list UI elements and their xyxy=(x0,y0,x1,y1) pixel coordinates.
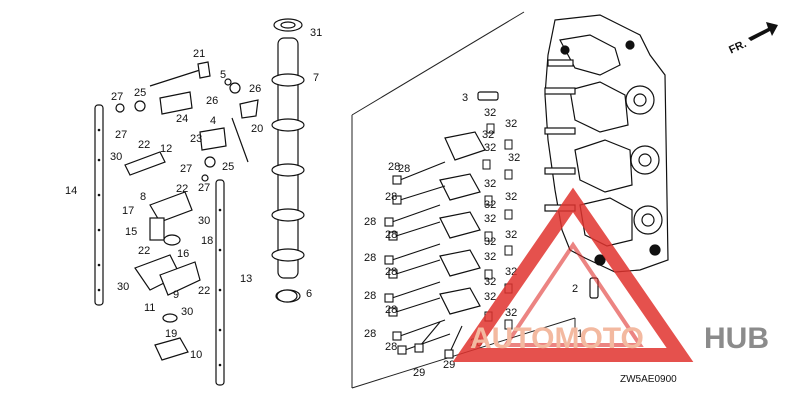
callout: 12 xyxy=(160,143,172,155)
callout: 19 xyxy=(165,328,177,340)
callout: 28 xyxy=(385,304,397,316)
callout: 10 xyxy=(190,349,202,361)
callout: 28 xyxy=(364,328,376,340)
callout: 22 xyxy=(198,285,210,297)
callout: 29 xyxy=(413,367,425,379)
callout: 3 xyxy=(462,92,468,104)
callout: 25 xyxy=(134,87,146,99)
callout: 24 xyxy=(176,113,188,125)
callout: 17 xyxy=(122,205,134,217)
callout: 32 xyxy=(484,291,496,303)
callout: 7 xyxy=(313,72,319,84)
callout: 27 xyxy=(111,91,123,103)
callout: 28 xyxy=(364,252,376,264)
callout: 27 xyxy=(115,129,127,141)
rocker-shafts xyxy=(94,104,225,386)
callout: 20 xyxy=(251,123,263,135)
callout: 32 xyxy=(505,229,517,241)
callout: 25 xyxy=(222,161,234,173)
cylinder-head xyxy=(544,14,669,273)
callout: 32 xyxy=(484,213,496,225)
callout: 29 xyxy=(443,359,455,371)
callout: 32 xyxy=(505,191,517,203)
callout: 22 xyxy=(138,139,150,151)
callout: 14 xyxy=(65,185,77,197)
rocker-arms xyxy=(124,151,201,361)
arrow-icon xyxy=(748,22,778,41)
diagram-code: ZW5AE0900 xyxy=(620,374,677,385)
callout: 15 xyxy=(125,226,137,238)
callout: 23 xyxy=(190,133,202,145)
watermark-text-primary: AUTOMOTO xyxy=(470,322,644,355)
callout: 30 xyxy=(198,215,210,227)
watermark-text-secondary: HUB xyxy=(704,322,769,355)
callout: 28 xyxy=(398,163,410,175)
rocker-holders xyxy=(439,131,486,315)
callout: 31 xyxy=(310,27,322,39)
bolts xyxy=(384,161,463,359)
callout: 1 xyxy=(577,328,583,340)
callout: 6 xyxy=(306,288,312,300)
callout: 8 xyxy=(140,191,146,203)
callout: 30 xyxy=(117,281,129,293)
callout: 21 xyxy=(193,48,205,60)
callout: 28 xyxy=(385,229,397,241)
callout: 30 xyxy=(110,151,122,163)
callout: 32 xyxy=(484,236,496,248)
callout: 4 xyxy=(210,115,216,127)
callout: 22 xyxy=(138,245,150,257)
rocker-shaft-right xyxy=(215,179,225,386)
callout: 32 xyxy=(505,307,517,319)
callout: 9 xyxy=(173,289,179,301)
fittings xyxy=(276,91,599,303)
callout: 32 xyxy=(484,199,496,211)
callout: 32 xyxy=(505,118,517,130)
callout: 16 xyxy=(177,248,189,260)
callout: 28 xyxy=(364,216,376,228)
callout: 11 xyxy=(144,302,155,314)
callout: 26 xyxy=(206,95,218,107)
callout: 28 xyxy=(385,191,397,203)
callout: 28 xyxy=(388,161,400,173)
callout: 32 xyxy=(484,178,496,190)
callout: 27 xyxy=(198,182,210,194)
callout: 2 xyxy=(572,283,578,295)
direction-indicator: FR. xyxy=(727,22,778,56)
callout: 32 xyxy=(484,107,496,119)
callout: 32 xyxy=(482,129,494,141)
rocker-shaft-left xyxy=(94,104,104,306)
callout: 28 xyxy=(385,341,397,353)
callout: 32 xyxy=(484,276,496,288)
watermark: AUTOMOTO HUB xyxy=(452,187,769,362)
callout: 28 xyxy=(385,266,397,278)
callout: 26 xyxy=(249,83,261,95)
valve-train xyxy=(115,61,259,182)
callout: 32 xyxy=(484,142,496,154)
callout: 30 xyxy=(181,306,193,318)
direction-label: FR. xyxy=(727,38,748,56)
callout: 5 xyxy=(220,69,226,81)
callout: 27 xyxy=(180,163,192,175)
callout: 32 xyxy=(508,152,520,164)
callout: 28 xyxy=(364,290,376,302)
callout: 13 xyxy=(240,273,252,285)
camshaft xyxy=(271,18,305,303)
callout: 22 xyxy=(176,183,188,195)
callout: 32 xyxy=(484,251,496,263)
callout: 18 xyxy=(201,235,213,247)
